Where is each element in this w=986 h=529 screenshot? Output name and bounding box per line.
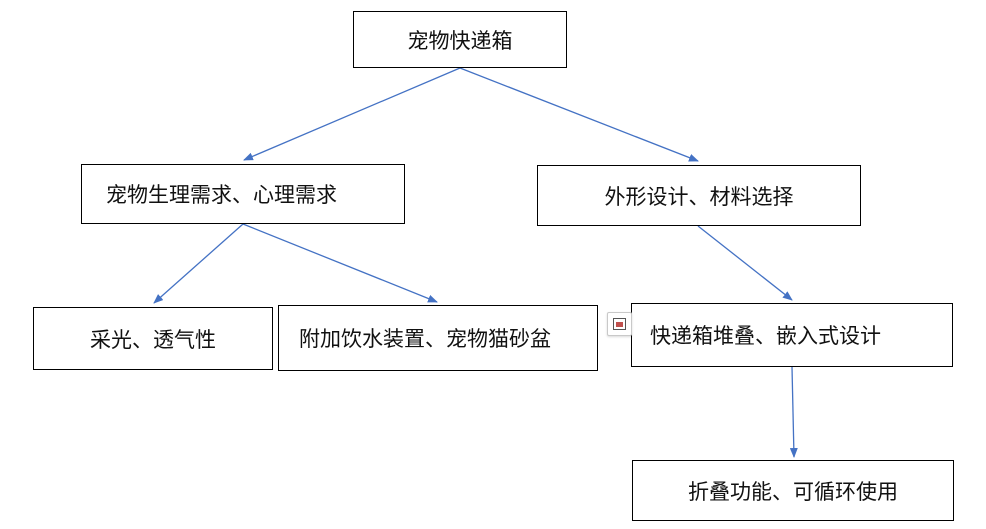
node-root: 宠物快递箱 <box>353 11 567 68</box>
layout-options-icon-fill <box>616 322 623 327</box>
node-light: 采光、透气性 <box>33 307 273 370</box>
node-needs-label: 宠物生理需求、心理需求 <box>106 183 337 207</box>
edge-shape-stack <box>697 225 793 301</box>
node-needs: 宠物生理需求、心理需求 <box>81 164 405 224</box>
node-water-label: 附加饮水装置、宠物猫砂盆 <box>299 327 551 351</box>
edge-needs-light <box>153 223 244 304</box>
node-fold: 折叠功能、可循环使用 <box>632 460 954 521</box>
node-stack-label: 快递箱堆叠、嵌入式设计 <box>650 324 881 348</box>
edge-needs-water <box>242 223 438 303</box>
node-shape: 外形设计、材料选择 <box>537 165 861 226</box>
node-stack: 快递箱堆叠、嵌入式设计 <box>631 303 953 367</box>
node-fold-label: 折叠功能、可循环使用 <box>688 479 898 504</box>
node-water: 附加饮水装置、宠物猫砂盆 <box>278 305 598 371</box>
layout-options-icon[interactable] <box>607 312 632 336</box>
node-root-label: 宠物快递箱 <box>407 28 513 53</box>
edge-root-needs <box>243 67 461 161</box>
node-shape-label: 外形设计、材料选择 <box>604 184 794 209</box>
node-light-label: 采光、透气性 <box>90 327 216 352</box>
edge-root-shape <box>459 67 699 162</box>
layout-options-icon-frame <box>613 318 626 330</box>
edge-stack-fold <box>789 366 798 458</box>
